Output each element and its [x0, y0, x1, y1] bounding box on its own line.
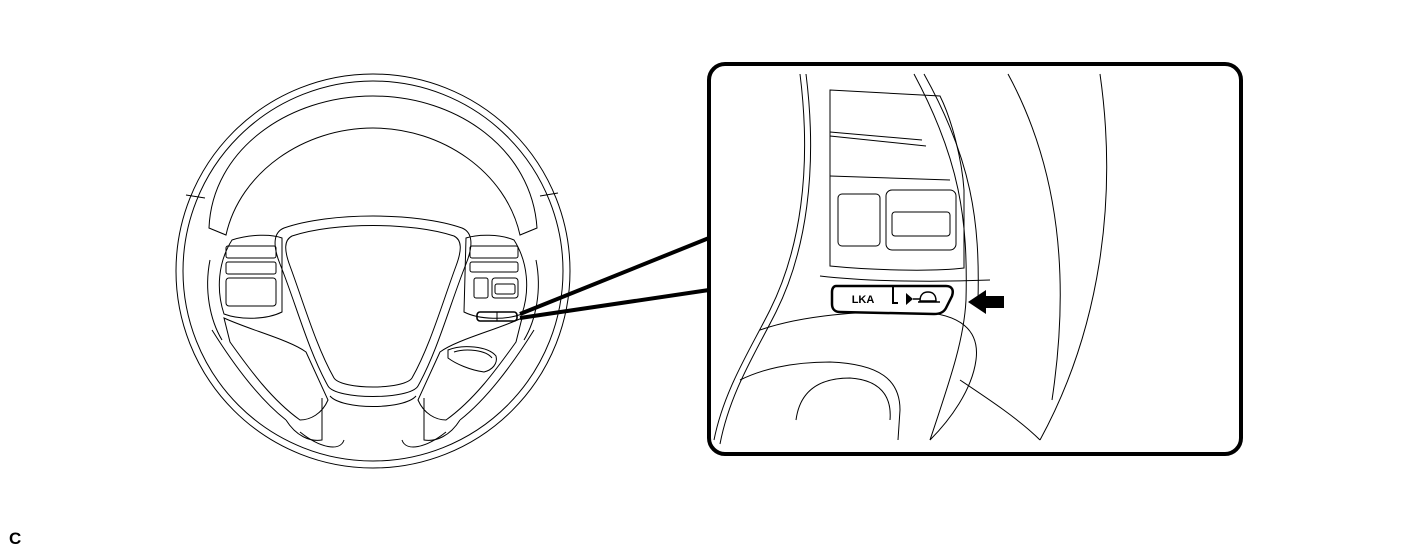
figure-code-label: C	[9, 529, 22, 548]
lower-right-spoke	[417, 317, 523, 421]
inset-left-button	[837, 193, 881, 247]
airbag-pad	[274, 215, 472, 397]
detail-inset: LKA	[707, 62, 1243, 456]
inset-upper-switch-housing	[829, 89, 965, 271]
lane-departure-icon	[906, 291, 940, 305]
inset-frame	[707, 62, 1243, 456]
lower-left-spoke	[223, 317, 329, 421]
lka-switch: LKA	[830, 284, 954, 316]
wheel-rim-outer	[175, 73, 571, 469]
lka-button-label: LKA	[852, 294, 875, 306]
upper-opening	[208, 95, 538, 236]
right-switch-pad	[463, 234, 528, 319]
inset-right-button	[885, 189, 957, 251]
left-switch-pad	[218, 234, 283, 319]
wheel-rim-inner-line	[182, 80, 564, 462]
steering-wheel	[175, 73, 571, 469]
arrow-left-icon	[968, 290, 1004, 314]
callout-leader	[519, 236, 710, 320]
lower-right-button	[447, 346, 497, 373]
